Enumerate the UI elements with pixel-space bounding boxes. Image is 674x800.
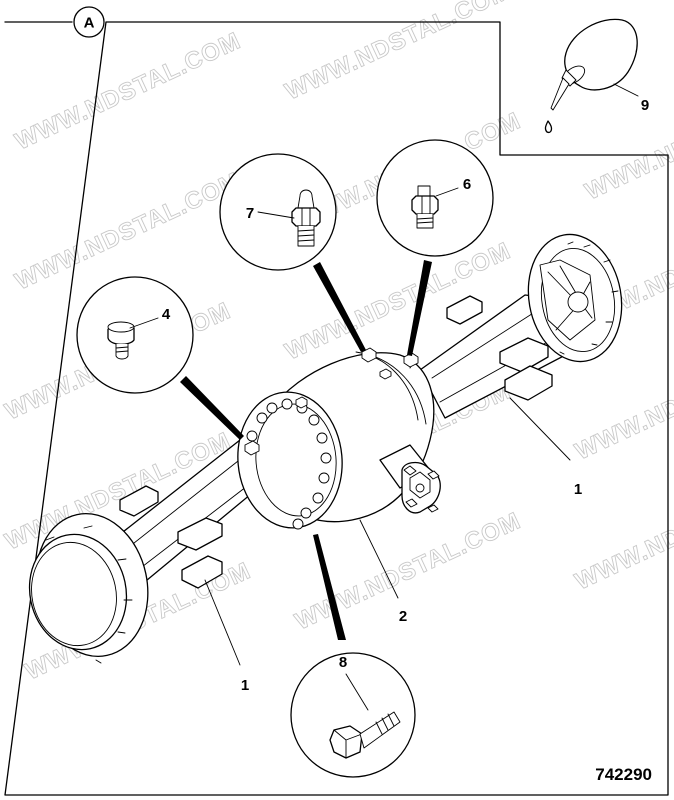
detail-bubble-bolt [290,652,416,778]
callout-number: 7 [246,205,254,222]
wheel-studs [45,525,133,664]
axle-assembly [28,233,623,664]
callout-4: 4 [129,306,171,329]
view-label-badge: A [73,6,105,38]
callout-number: 1 [574,481,582,498]
leader-wedge [313,262,366,352]
callout-8: 8 [339,654,369,711]
callout-6: 6 [435,176,471,197]
callout-number: 1 [241,677,249,694]
detail-bubble-breather [376,139,494,257]
watermark-text: WWW.NDSTAL.COM [281,0,515,105]
callout-number: 9 [641,97,649,114]
leader-wedge [313,534,346,640]
watermark-text: WWW.NDSTAL.COM [571,467,674,595]
callout-number: 2 [399,608,407,625]
detail-bubble-grease-nipple [219,153,337,271]
wheel-studs [559,241,619,355]
detail-bubble-plug [76,276,194,394]
left-wheel-hub [28,513,149,664]
callout-number: 4 [162,306,171,323]
input-flange [379,444,441,514]
right-wheel-hub [527,233,623,363]
watermark-text: WWW.NDSTAL.COM [11,27,245,155]
leader-wedge [407,260,432,356]
watermark-text: WWW.NDSTAL.COM [581,77,674,205]
callout-number: 6 [463,176,471,193]
callout-1b: 1 [204,579,249,694]
differential-housing [237,347,435,530]
callout-2: 2 [359,519,407,625]
callout-1a: 1 [509,397,582,498]
figure-id: 742290 [595,765,652,784]
leader-wedge [180,376,244,440]
callout-7: 7 [246,205,295,222]
watermark-text: WWW.NDSTAL.COM [11,167,245,295]
view-label: A [84,15,95,32]
sealant-bottle [544,18,638,134]
callout-number: 8 [339,654,347,671]
callout-9: 9 [613,83,649,114]
view-frame [4,21,669,796]
